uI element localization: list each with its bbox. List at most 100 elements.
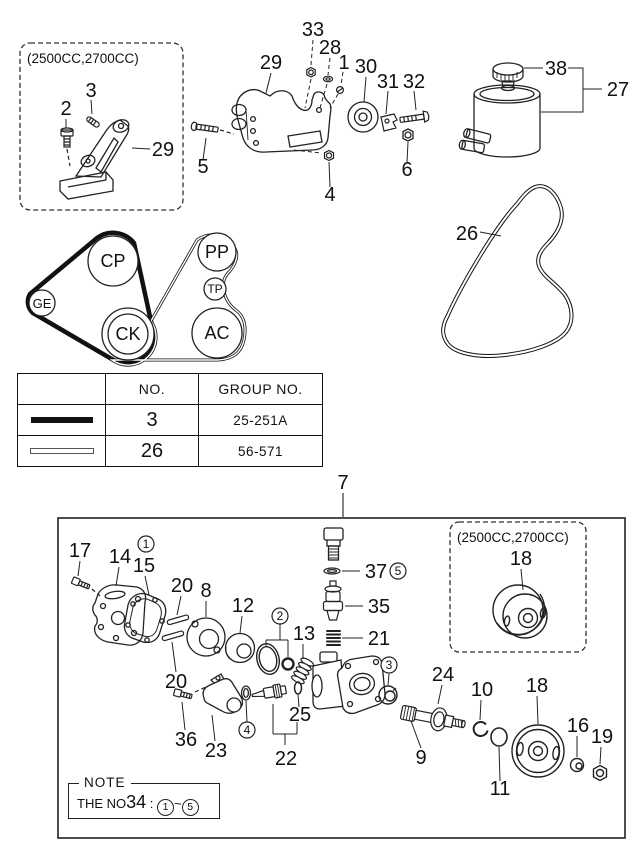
leader-lines-reservoir (524, 67, 602, 113)
callout-26: 26 (456, 223, 478, 245)
callout-21: 21 (368, 628, 390, 650)
washer-28-drawing (322, 75, 334, 83)
callout-35: 35 (368, 596, 390, 618)
callout-15: 15 (133, 555, 155, 577)
snap-ring-10-drawing (472, 721, 489, 737)
callout-24: 24 (432, 664, 454, 686)
table-cell-group: 56-571 (198, 435, 323, 467)
table-row: 3 25-251A (17, 404, 323, 436)
leader-lines-top-left (65, 99, 151, 150)
belt-routing-diagram: CP GE CK PP TP AC (25, 230, 247, 367)
note-colon: : (149, 796, 154, 811)
pins-20-drawing (161, 614, 190, 642)
cam-ring-8-drawing (186, 617, 226, 657)
callout-27: 27 (607, 79, 629, 101)
table-header-no: NO. (105, 373, 199, 405)
leader-lines-top-middle (202, 39, 417, 188)
bracket-29-mid-drawing (231, 88, 332, 153)
callout-30: 30 (355, 56, 377, 78)
bushing-3-drawing (378, 685, 398, 705)
bolt-2-drawing (60, 127, 74, 167)
callout-22: 22 (275, 748, 297, 770)
callout-25: 25 (289, 704, 311, 726)
oring-37-drawing (323, 567, 341, 575)
bracket-29-left-drawing (59, 119, 130, 200)
elbow-23-drawing (202, 673, 244, 714)
circled-ref-5: 5 (395, 564, 402, 578)
callout-12: 12 (232, 595, 254, 617)
callout-10: 10 (471, 679, 493, 701)
spring-13-drawing (290, 657, 315, 685)
nut-6-drawing (402, 128, 414, 142)
pulley-label-ac: AC (204, 323, 229, 343)
callout-20-lower: 20 (165, 671, 187, 693)
washer-16-drawing (569, 757, 585, 773)
callout-7: 7 (337, 472, 348, 494)
circled-ref-4: 4 (244, 723, 251, 737)
callout-31: 31 (377, 71, 399, 93)
note-range-to: 5 (181, 799, 199, 816)
table-header-swatch (17, 373, 106, 405)
variant-box-top-left (19, 42, 184, 211)
callout-28: 28 (319, 37, 341, 59)
callout-18-variant: 18 (510, 548, 532, 570)
pulley-ge (28, 289, 56, 317)
callout-18-main: 18 (526, 675, 548, 697)
callout-8: 8 (200, 580, 211, 602)
pulley-label-cp: CP (100, 251, 125, 271)
pulley-label-tp: TP (207, 282, 222, 296)
note-range-from: 1 (157, 799, 175, 816)
callout-6: 6 (401, 159, 412, 181)
table-row: 26 56-571 (17, 435, 323, 467)
callout-2: 2 (60, 98, 71, 120)
note-box: NOTE THE NO34 : 1~5 (68, 775, 220, 819)
table-cell-group: 25-251A (198, 404, 323, 436)
table-cell-no: 3 (105, 404, 199, 436)
callout-16: 16 (567, 715, 589, 737)
washer-4-drawing (240, 685, 252, 701)
bracket-31-drawing (380, 113, 398, 132)
oring-large-2-drawing (255, 643, 281, 675)
belt-group-table: NO. GROUP NO. 3 25-251A 26 56-571 (17, 373, 323, 467)
gasket-15-drawing (123, 592, 167, 644)
spring-21-drawing (326, 630, 341, 646)
nut-19-drawing (592, 764, 608, 782)
bolt-5-drawing (190, 121, 235, 135)
circled-ref-2: 2 (277, 609, 284, 623)
pulley-ac (191, 307, 243, 359)
callout-37: 37 (365, 561, 387, 583)
circled-ref-1: 1 (143, 537, 150, 551)
callout-5-mid: 5 (197, 156, 208, 178)
thin-belt-swatch (29, 448, 94, 454)
pulley-ck-outer (101, 307, 155, 361)
pump-assembly-box (57, 517, 626, 839)
callout-17: 17 (69, 540, 91, 562)
callout-11: 11 (490, 778, 511, 800)
reservoir-27-drawing (458, 62, 541, 158)
cover-14-drawing (92, 584, 147, 646)
pulley-tp (203, 277, 227, 301)
callout-19: 19 (591, 726, 613, 748)
callout-23: 23 (205, 740, 227, 762)
callout-29-mid: 29 (260, 52, 282, 74)
note-tilde: ~ (174, 796, 182, 811)
seal-ring-11-drawing (490, 727, 508, 747)
valve-35-drawing (322, 580, 344, 621)
oring-small-2-drawing (281, 657, 295, 671)
pulley-18-variant-drawing (492, 584, 548, 639)
note-prefix: THE NO (77, 796, 127, 811)
callout-3: 3 (85, 80, 96, 102)
pulley-label-pp: PP (205, 242, 229, 262)
valve-22-drawing (251, 683, 287, 699)
callout-4-mid: 4 (324, 184, 335, 206)
callout-9: 9 (415, 747, 426, 769)
note-title: NOTE (79, 775, 131, 790)
bolt-17-drawing (70, 576, 101, 597)
circled-ref-3: 3 (386, 658, 393, 672)
variant-box-bottom (449, 521, 587, 653)
leader-lines-pump-box (77, 560, 602, 782)
note-number: 34 (126, 792, 147, 812)
pulley-label-ck: CK (115, 324, 140, 344)
